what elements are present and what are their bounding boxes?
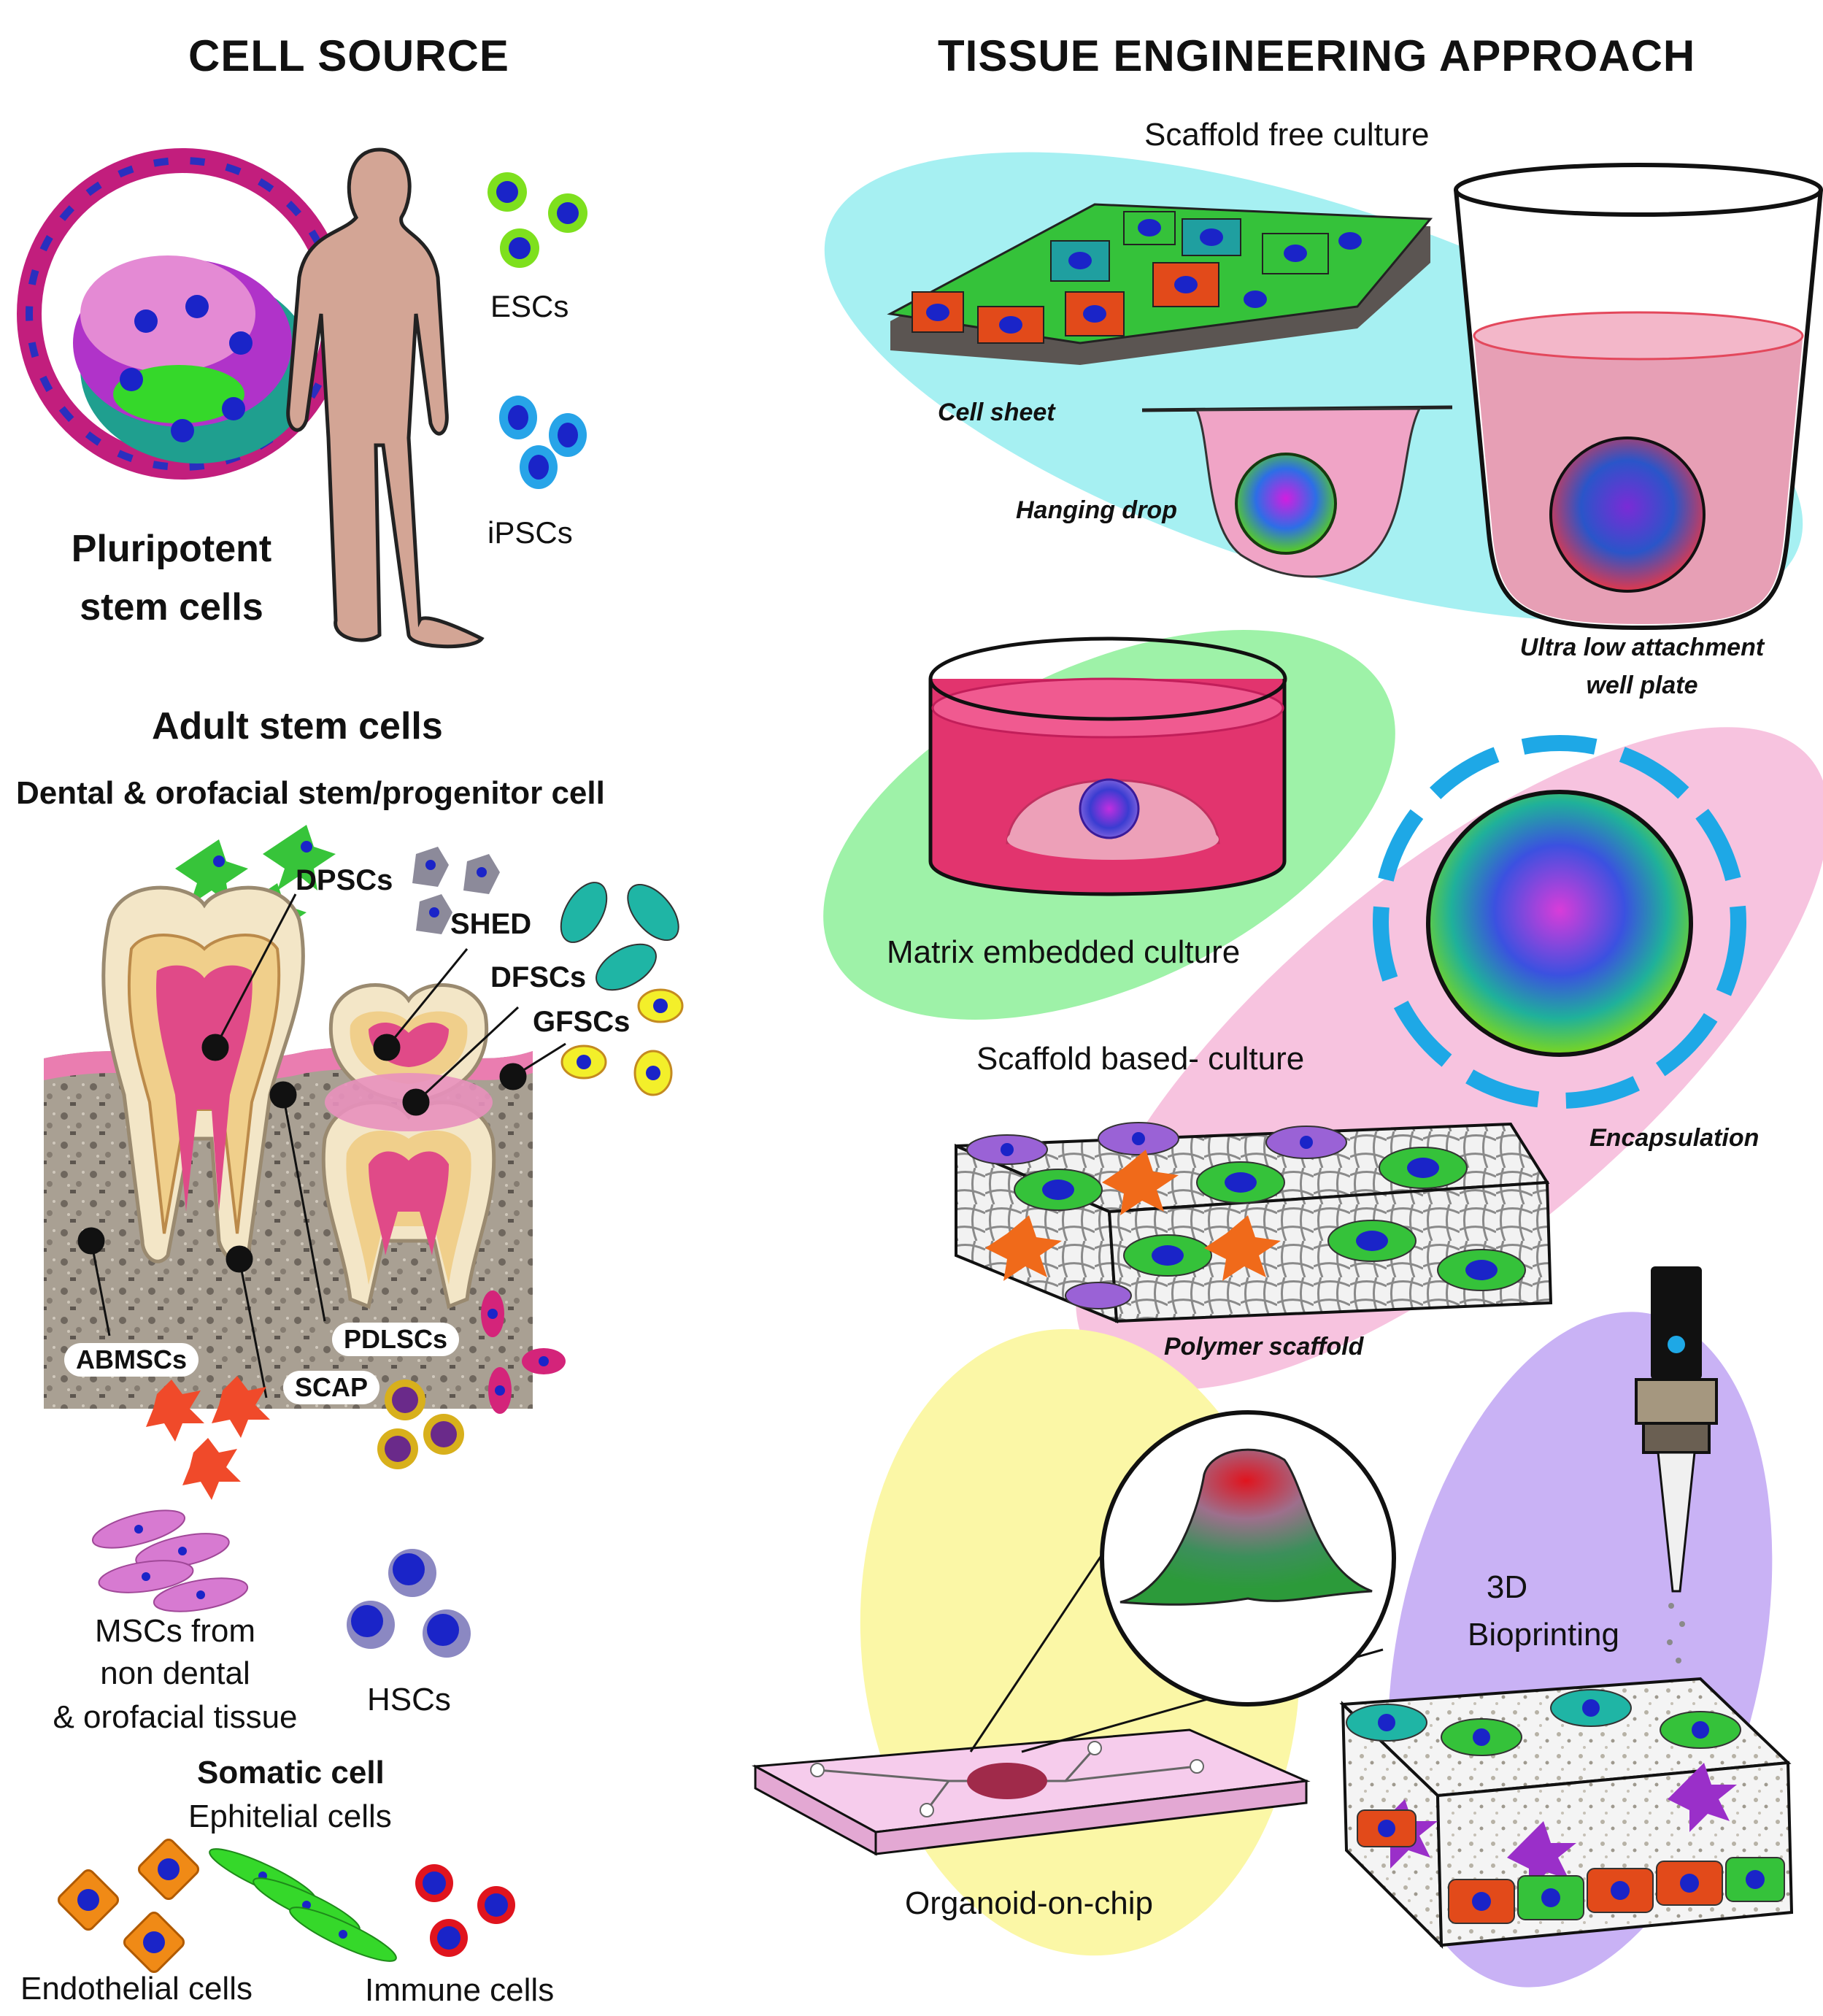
endothelial-cells (57, 1838, 200, 1974)
scaffold-based-title: Scaffold based- culture (976, 1041, 1305, 1077)
dfscs-cells (560, 882, 679, 991)
shed-label: SHED (450, 908, 532, 940)
dpscs-label: DPSCs (296, 864, 393, 896)
epithelial-label: Ephitelial cells (188, 1798, 392, 1834)
dfscs-label: DFSCs (490, 961, 587, 993)
immune-label: Immune cells (365, 1972, 555, 2008)
mscs-label-line2: non dental (100, 1655, 250, 1691)
dental-subtitle: Dental & orofacial stem/progenitor cell (16, 775, 605, 811)
scaffold-free-title: Scaffold free culture (1144, 117, 1430, 153)
scap-cells (377, 1380, 464, 1469)
ula-well-plate (1454, 163, 1823, 631)
bioprinted-construct (1339, 1677, 1794, 1949)
cell-source-title: CELL SOURCE (188, 31, 509, 80)
pluripotent-label-line1: Pluripotent (71, 528, 272, 570)
hscs-cells (347, 1549, 471, 1658)
blastocyst-figure (17, 148, 348, 480)
cell-sheet-label: Cell sheet (938, 399, 1055, 426)
endothelial-label: Endothelial cells (20, 1971, 253, 2007)
pdlscs-cells (481, 1290, 566, 1414)
escs-label: ESCs (490, 289, 569, 323)
encapsulation-label: Encapsulation (1589, 1124, 1760, 1152)
tissue-engineering-title: TISSUE ENGINEERING APPROACH (938, 31, 1696, 80)
ipscs-label: iPSCs (487, 515, 573, 550)
pluripotent-label-line2: stem cells (80, 586, 263, 628)
shed-cells (412, 847, 500, 934)
polymer-scaffold-label: Polymer scaffold (1164, 1333, 1364, 1361)
escs-cells (487, 172, 587, 268)
pdlscs-label: PDLSCs (332, 1323, 460, 1356)
ula-label-line2: well plate (1586, 672, 1698, 699)
immune-cells (415, 1864, 515, 1957)
dental-tissue (44, 885, 533, 1409)
organoid-chip (751, 1410, 1396, 1856)
bioprinting-label-line1: 3D (1486, 1569, 1528, 1605)
epithelial-cells (209, 1848, 397, 1962)
mscs-cells (92, 1509, 249, 1612)
human-silhouette (286, 147, 485, 649)
cell-sheet (887, 203, 1433, 365)
bioprinting-label-line2: Bioprinting (1468, 1617, 1619, 1653)
abmscs-label: ABMSCs (64, 1343, 199, 1377)
adult-stem-cells-title: Adult stem cells (152, 705, 443, 747)
hscs-label: HSCs (367, 1682, 451, 1717)
matrix-dish (928, 636, 1287, 896)
ipscs-cells (499, 396, 587, 489)
encapsulation-sphere (1373, 735, 1746, 1109)
ula-label-line1: Ultra low attachment (1519, 634, 1765, 661)
gfscs-cells (560, 988, 684, 1096)
polymer-scaffold (955, 1122, 1553, 1324)
hanging-drop-label: Hanging drop (1016, 496, 1177, 524)
mscs-label-line3: & orofacial tissue (53, 1699, 298, 1735)
organoid-on-chip-label: Organoid-on-chip (905, 1885, 1153, 1921)
matrix-embedded-label: Matrix embedded culture (887, 934, 1241, 970)
bioprinter-nozzle (1635, 1266, 1718, 1704)
abmscs-cells (146, 1376, 270, 1500)
somatic-title: Somatic cell (197, 1755, 385, 1790)
dental-pointers (77, 893, 566, 1398)
scap-label: SCAP (283, 1371, 380, 1404)
hanging-drop (1141, 405, 1453, 578)
gfscs-label: GFSCs (533, 1006, 631, 1038)
mscs-label-line1: MSCs from (95, 1613, 255, 1649)
